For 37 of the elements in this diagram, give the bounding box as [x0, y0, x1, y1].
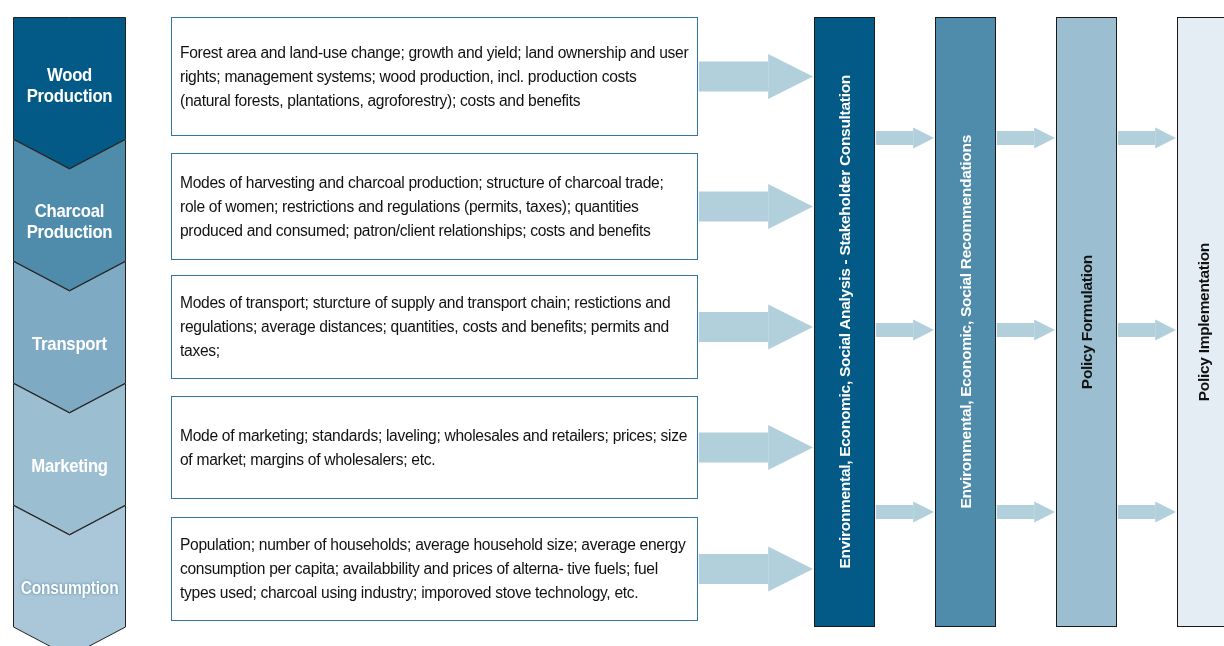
text-box — [171, 17, 698, 136]
description-text: Mode of marketing; standards; laveling; wholesales and retailers; prices; size of market; margins of wholesalers; etc. — [180, 425, 689, 470]
text-box — [171, 275, 698, 379]
block-arrow — [875, 501, 935, 523]
stage-label: Environmental, Economic, Social Analysis - Stakeholder Consultation — [835, 75, 854, 569]
block-arrow — [996, 501, 1056, 523]
block-arrow — [996, 127, 1056, 149]
step-label: Wood Production — [25, 64, 114, 106]
stage-bar — [1177, 17, 1224, 627]
block-arrow — [698, 425, 814, 470]
step-label: Transport — [32, 332, 107, 354]
text-box — [171, 153, 698, 260]
step-label: Consumption — [20, 576, 119, 598]
description-text: Modes of harvesting and charcoal production; structure of charcoal trade; role of women; restrictions and regulations (permits, taxes); quantities produced and consumed; patron/client relationships; costs and benefits — [180, 172, 665, 241]
stage-label: Environmental, Economic, Social Recommendations — [956, 135, 975, 509]
description-text: Modes of transport; sturcture of supply and transport chain; restictions and regulations; average distances; quantities, costs and benefits; permits and taxes; — [180, 293, 672, 361]
text-box — [171, 517, 698, 621]
step-label: Marketing — [31, 454, 108, 476]
block-arrow — [875, 127, 935, 149]
description-text: Population; number of households; average household size; average energy consumption per capita; availabbility and prices of alterna- tive fuels; fuel types used; charcoal using industry; imporoved stove technology, etc. — [180, 535, 687, 603]
block-arrow — [1117, 319, 1177, 341]
block-arrow — [698, 184, 814, 229]
stage-bar — [814, 17, 875, 627]
stage-bar — [935, 17, 996, 627]
block-arrow — [698, 54, 814, 99]
block-arrow — [1117, 127, 1177, 149]
stage-bar — [1056, 17, 1117, 627]
block-arrow — [875, 319, 935, 341]
block-arrow — [698, 546, 814, 592]
block-arrow — [698, 304, 814, 350]
stage-label: Policy Implementation — [1194, 242, 1213, 402]
block-arrow — [996, 319, 1056, 341]
stage-label: Policy Formulation — [1077, 254, 1096, 390]
step-label: Charcoal Production — [25, 200, 114, 242]
description-text: Forest area and land-use change; growth and yield; land ownership and user rights; management systems; wood production, incl. production costs (natural forests, plantations, agroforestry); costs and benefits — [180, 42, 689, 111]
block-arrow — [1117, 501, 1177, 523]
text-box — [171, 396, 698, 499]
